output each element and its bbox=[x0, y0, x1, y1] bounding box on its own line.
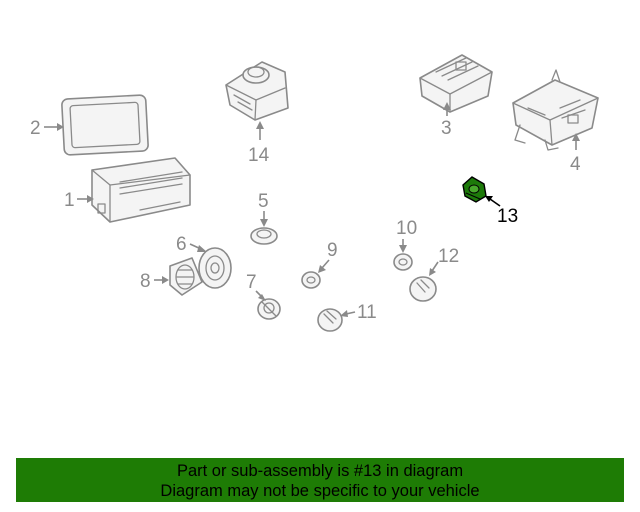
callout-13: 13 bbox=[485, 196, 518, 227]
callout-number: 2 bbox=[30, 118, 41, 139]
callout-10: 10 bbox=[396, 218, 417, 253]
callout-number: 13 bbox=[497, 206, 518, 227]
banner-line-1: Part or sub-assembly is #13 in diagram bbox=[176, 462, 464, 480]
part-14-control-module[interactable] bbox=[225, 61, 289, 121]
part-11-speaker[interactable] bbox=[317, 308, 343, 332]
callout-2: 2 bbox=[30, 118, 64, 139]
callout-number: 12 bbox=[438, 246, 459, 267]
callout-number: 10 bbox=[396, 218, 417, 239]
callout-number: 7 bbox=[246, 272, 257, 293]
callout-4: 4 bbox=[570, 133, 581, 175]
part-9-speaker[interactable] bbox=[301, 271, 321, 289]
part-3-amplifier[interactable] bbox=[419, 54, 493, 113]
part-8-speaker[interactable] bbox=[169, 257, 203, 296]
part-2-display[interactable] bbox=[61, 94, 149, 156]
part-13-highlighted[interactable] bbox=[462, 176, 487, 203]
part-7-tweeter[interactable] bbox=[257, 298, 281, 320]
callout-11: 11 bbox=[340, 302, 377, 323]
part-5-speaker[interactable] bbox=[250, 227, 278, 245]
callout-7: 7 bbox=[246, 272, 266, 301]
callout-number: 8 bbox=[140, 271, 151, 292]
callout-number: 6 bbox=[176, 234, 187, 255]
callout-12: 12 bbox=[429, 246, 459, 276]
callout-number: 5 bbox=[258, 191, 269, 212]
part-6-speaker[interactable] bbox=[198, 247, 232, 289]
callout-number: 1 bbox=[64, 190, 75, 211]
part-10-speaker[interactable] bbox=[393, 253, 413, 271]
callout-number: 3 bbox=[441, 118, 452, 139]
callout-number: 11 bbox=[357, 302, 377, 323]
parts-diagram: 2 1 14 3 bbox=[30, 54, 599, 332]
callout-number: 14 bbox=[248, 145, 270, 166]
info-banner: Part or sub-assembly is #13 in diagram D… bbox=[16, 458, 624, 502]
callout-number: 9 bbox=[327, 240, 338, 261]
callout-5: 5 bbox=[258, 191, 269, 227]
part-1-head-unit[interactable] bbox=[91, 157, 191, 223]
callout-14: 14 bbox=[248, 121, 270, 166]
callout-1: 1 bbox=[64, 190, 94, 211]
callout-number: 4 bbox=[570, 154, 581, 175]
part-12-speaker[interactable] bbox=[409, 276, 437, 302]
part-4-bracket[interactable] bbox=[512, 69, 599, 151]
callout-6: 6 bbox=[176, 234, 207, 255]
callout-8: 8 bbox=[140, 271, 169, 292]
callout-9: 9 bbox=[318, 240, 338, 273]
callout-3: 3 bbox=[441, 102, 452, 139]
banner-line-2: Diagram may not be specific to your vehi… bbox=[160, 482, 480, 500]
